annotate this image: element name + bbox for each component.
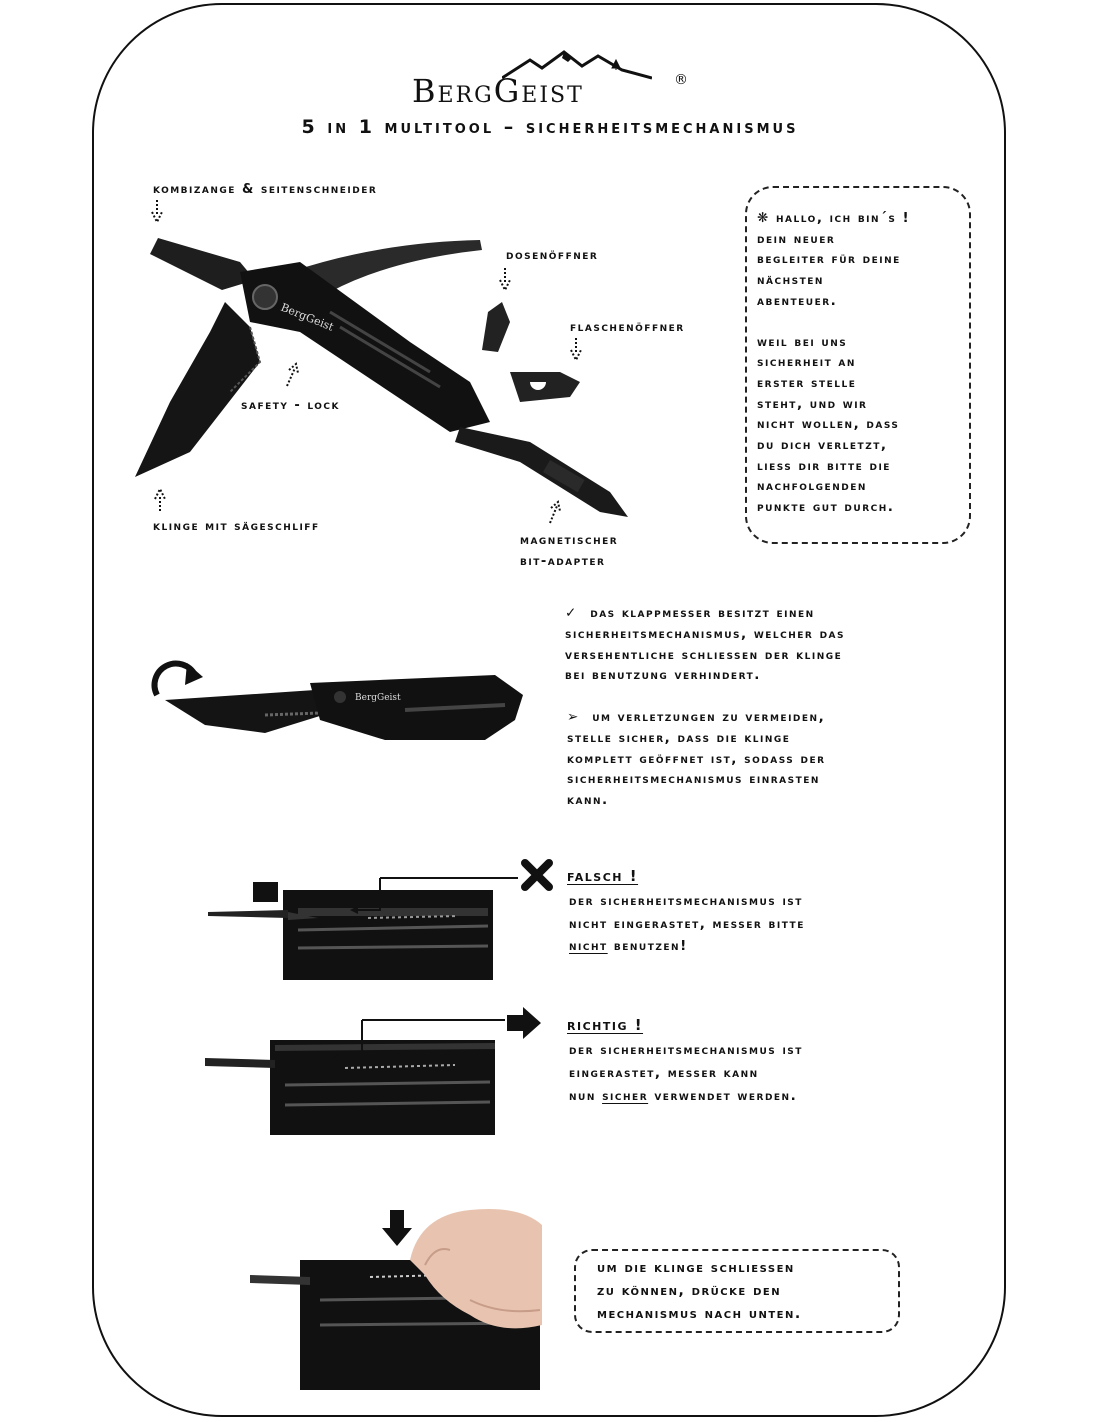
up-arrow-icon — [286, 362, 299, 387]
wrong-text: Der Sicherheitsmechanismus ist nicht ein… — [569, 890, 805, 958]
checkmark-icon: ✓ — [565, 605, 578, 621]
point-line: versehentliche schliessen der Klinge — [565, 646, 843, 663]
down-arrow-icon — [570, 338, 582, 362]
mechanism-wrong-illustration — [208, 877, 518, 980]
arrow-bullet-icon: ➢ — [567, 709, 580, 725]
up-arrow-icon — [549, 500, 561, 524]
point-line: Sicherheitsmechanismus einrasten — [567, 771, 820, 788]
info-line: nicht wollen, dass — [757, 416, 900, 433]
info-box-text: ❋ Hallo, ich bin´s ! Dein neuer Begleite… — [757, 208, 910, 518]
folded-knife-illustration: BergGeist — [151, 660, 523, 740]
info-box — [745, 186, 971, 544]
point-line: komplett geöffnet ist, sodass der — [567, 750, 826, 767]
info-line: Punkte gut durch. — [757, 499, 895, 516]
info-line: Abenteuer. — [757, 292, 838, 309]
arrow-point: ➢ Um Verletzungen zu vermeiden, stelle s… — [567, 707, 826, 811]
point-line: bei Benutzung verhindert. — [565, 667, 761, 684]
info-line: nachfolgenden — [757, 478, 867, 495]
info-line: erster Stelle — [757, 374, 857, 391]
info-line: Dein neuer — [757, 230, 836, 247]
rounded-frame — [92, 3, 1006, 1417]
svg-text:BergGeist: BergGeist — [355, 693, 401, 703]
not-emphasis: NICHT — [569, 938, 608, 954]
label-bit-adapter-1: Magnetischer — [520, 533, 619, 548]
point-line: Sicherheitsmechanismus, welcher das — [565, 625, 845, 642]
closing-mechanism-illustration — [250, 1209, 542, 1390]
close-line: zu können, drücke den — [597, 1283, 782, 1299]
mechanism-right-illustration — [205, 1019, 505, 1135]
info-line: liess dir bitte die — [757, 457, 891, 474]
right-line: verwendet werden. — [648, 1087, 798, 1104]
right-text: Der Sicherheitsmechanismus ist eingerast… — [569, 1039, 803, 1107]
hand-icon — [410, 1209, 542, 1329]
info-line: nächsten — [757, 272, 824, 289]
page-title: 5 in 1 Multitool – Sicherheitsmechanismu… — [301, 116, 799, 138]
right-heading: Richtig ! — [567, 1016, 644, 1034]
mountain-icon — [502, 50, 652, 80]
label-blade: KLinge mit Sägeschliff — [153, 519, 320, 534]
wrong-heading: Falsch ! — [567, 867, 639, 885]
down-arrow-icon — [499, 268, 511, 292]
brand-logo: BergGeist ® — [412, 50, 702, 112]
point-line: stelle sicher, dass die Klinge — [567, 729, 791, 746]
up-arrow-icon — [154, 487, 166, 511]
info-greeting: ❋ Hallo, ich bin´s ! — [757, 210, 911, 226]
close-box-text: Um die Klinge schliessen zu können, drüc… — [597, 1257, 802, 1326]
label-bottle-opener: Flaschenöffner — [570, 320, 685, 335]
down-arrow-icon — [151, 200, 163, 224]
right-line: Der Sicherheitsmechanismus ist — [569, 1042, 803, 1058]
close-box — [574, 1249, 900, 1333]
close-line: Um die Klinge schliessen — [597, 1260, 795, 1276]
right-arrow-icon — [507, 1007, 541, 1039]
label-pliers: Kombizange & Seitenschneider — [153, 182, 378, 197]
brand-name: BergGeist — [412, 72, 584, 110]
wrong-line: Der Sicherheitsmechanismus ist — [569, 893, 803, 909]
label-safety-lock: Safety - Lock — [241, 398, 340, 413]
label-can-opener: Dosenöffner — [506, 248, 599, 263]
info-line: steht, und wir — [757, 395, 868, 412]
cross-icon — [521, 859, 553, 891]
wrong-line: benutzen! — [607, 938, 688, 954]
safe-emphasis: SICHER — [602, 1087, 649, 1104]
info-line: Weil bei Uns — [757, 333, 848, 350]
label-bit-adapter-2: Bit-Adapter — [520, 554, 606, 569]
right-line: eingerastet, Messer kann — [569, 1064, 759, 1081]
info-line: Sicherheit an — [757, 354, 856, 371]
right-line: nun — [569, 1087, 603, 1104]
info-line: Begleiter für deine — [757, 251, 901, 268]
registered-mark: ® — [674, 72, 688, 88]
multitool-illustration: BergGeist — [135, 238, 628, 517]
down-arrow-icon — [382, 1210, 412, 1246]
info-line: du dich verletzt, — [757, 437, 888, 454]
snowflake-icon: ❋ — [757, 210, 770, 226]
close-line: Mechanismus nach unten. — [597, 1306, 802, 1322]
check-point: ✓ Das Klappmesser besitzt einen Sicherhe… — [565, 603, 845, 686]
point-line: kann. — [567, 792, 609, 809]
wrong-line: nicht eingerastet, Messer bitte — [569, 915, 805, 932]
